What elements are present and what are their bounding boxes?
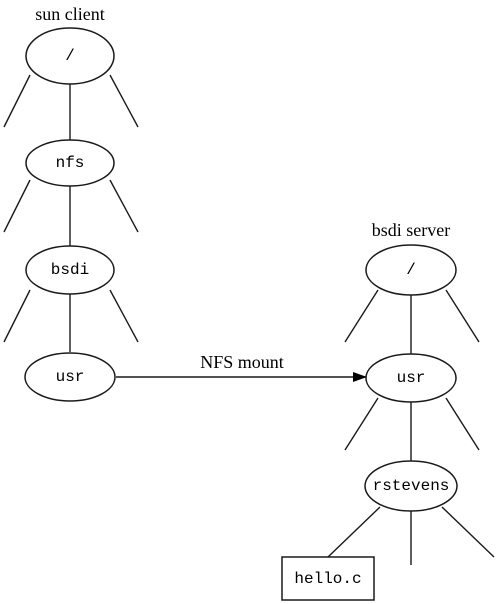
edge-rstevens-hello bbox=[327, 506, 381, 558]
edge-server-root-right bbox=[445, 289, 480, 343]
edge-server-usr-right bbox=[445, 397, 480, 451]
client-bsdi-label: bsdi bbox=[51, 261, 89, 279]
server-root-ellipse bbox=[365, 244, 457, 296]
client-usr-ellipse bbox=[24, 352, 116, 402]
server-tree-edges bbox=[327, 289, 495, 565]
edge-client-root-right bbox=[109, 74, 139, 128]
server-rstevens-ellipse bbox=[364, 460, 458, 512]
edge-bsdi-left bbox=[3, 289, 31, 343]
edge-server-usr-left bbox=[344, 397, 379, 451]
edge-rstevens-right bbox=[441, 506, 495, 558]
client-nfs-ellipse bbox=[25, 139, 115, 187]
client-root-ellipse bbox=[25, 27, 115, 85]
server-usr-node: usr bbox=[365, 353, 457, 403]
server-rstevens-node: rstevens bbox=[364, 460, 458, 512]
file-box bbox=[281, 556, 375, 601]
server-title: bsdi server bbox=[372, 220, 450, 240]
server-rstevens-label: rstevens bbox=[373, 477, 450, 495]
server-usr-label: usr bbox=[397, 369, 426, 387]
client-usr-label: usr bbox=[56, 368, 85, 386]
file-node: hello.c bbox=[281, 556, 375, 601]
edge-client-root-left bbox=[3, 74, 31, 128]
file-label: hello.c bbox=[294, 570, 361, 588]
client-usr-node: usr bbox=[24, 352, 116, 402]
client-title: sun client bbox=[35, 4, 105, 24]
server-root-label: / bbox=[406, 261, 416, 279]
edge-server-root-left bbox=[344, 289, 379, 343]
client-nfs-label: nfs bbox=[56, 154, 85, 172]
client-bsdi-ellipse bbox=[25, 245, 115, 295]
server-root-node: / bbox=[365, 244, 457, 296]
nfs-mount-label: NFS mount bbox=[200, 352, 284, 372]
edge-nfs-left bbox=[3, 179, 31, 233]
server-usr-ellipse bbox=[365, 353, 457, 403]
edge-bsdi-right bbox=[109, 289, 139, 343]
client-root-label: / bbox=[65, 47, 75, 65]
client-tree-edges bbox=[3, 74, 139, 352]
client-nfs-node: nfs bbox=[25, 139, 115, 187]
client-root-node: / bbox=[25, 27, 115, 85]
edge-nfs-right bbox=[109, 179, 139, 233]
client-bsdi-node: bsdi bbox=[25, 245, 115, 295]
